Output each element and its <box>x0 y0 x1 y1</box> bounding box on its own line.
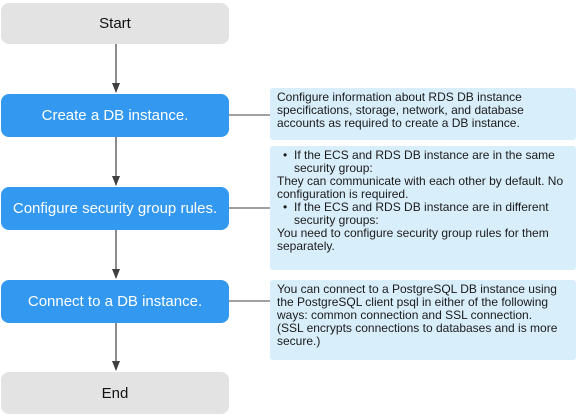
diff-group-body: You need to configure security group rul… <box>277 226 549 253</box>
connect-note-extra: (SSL encrypts connections to databases a… <box>277 321 558 348</box>
create-instance-note: Configure information about RDS DB insta… <box>270 88 576 140</box>
same-group-bullet: If the ECS and RDS DB instance are in th… <box>277 149 570 175</box>
end-node: End <box>1 372 229 414</box>
diff-group-bullet: If the ECS and RDS DB instance are in di… <box>277 201 570 227</box>
same-group-body: They can communicate with each other by … <box>277 174 564 201</box>
connect-instance-note: You can connect to a PostgreSQL DB insta… <box>270 280 576 360</box>
connect-instance-step: Connect to a DB instance. <box>1 280 229 323</box>
create-instance-step: Create a DB instance. <box>1 94 229 137</box>
diff-group-title: If the ECS and RDS DB instance are in di… <box>294 200 549 227</box>
start-node: Start <box>1 3 229 44</box>
security-rules-step: Configure security group rules. <box>1 187 229 230</box>
create-note-text: Configure information about RDS DB insta… <box>277 90 524 130</box>
security-rules-note: If the ECS and RDS DB instance are in th… <box>270 146 576 270</box>
connect-note-text: You can connect to a PostgreSQL DB insta… <box>277 282 557 322</box>
same-group-title: If the ECS and RDS DB instance are in th… <box>294 148 555 175</box>
